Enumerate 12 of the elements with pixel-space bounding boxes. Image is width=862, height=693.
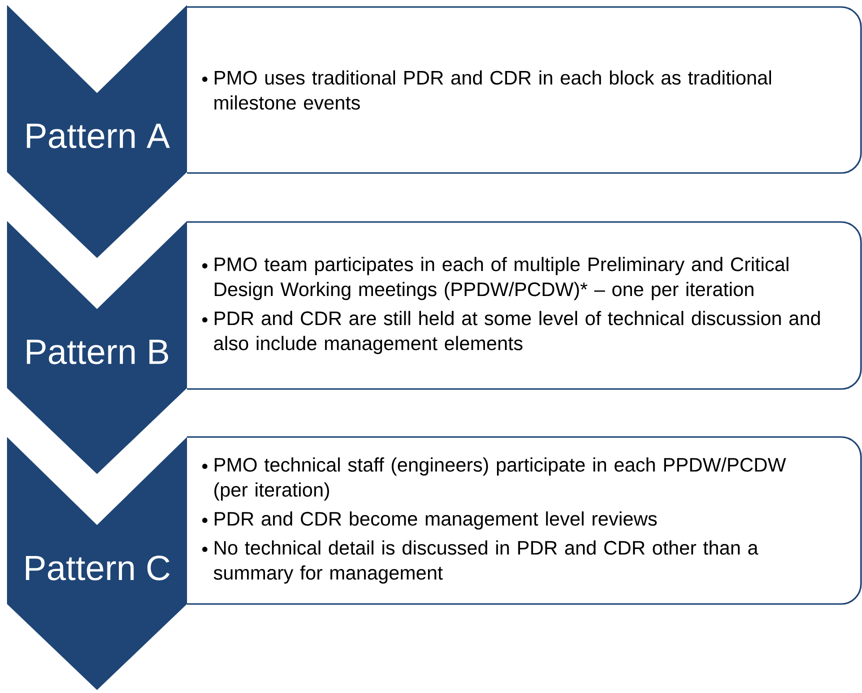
- node-label: No technical detail is discussed in PDR and CDR other than a summary for management: [214, 540, 758, 584]
- chevron-banner: Pattern A: [7, 5, 187, 258]
- text-box: PMO technical staff (engineers) participate in each PPDW/PCDW (per iteration) PDR and CDR become management level reviews No technical detail is discussed in PDR and CDR other than a summary for management: [187, 436, 862, 605]
- node-label: PMO team participates in each of multiple Preliminary and Critical Design Working meetings (PPDW/PCDW)* – one per iteration: [214, 256, 788, 300]
- chevron-banner: Pattern B: [7, 221, 187, 474]
- node-label: PDR and CDR become management level reviews: [214, 511, 657, 530]
- text-box: PMO team participates in each of multiple Preliminary and Critical Design Working meetings (PPDW/PCDW)* – one per iteration PDR and CDR are still held at some level of technical discussion and also include management elements: [187, 221, 862, 390]
- node-label: PDR and CDR are still held at some level of technical discussion and also include management elements: [214, 310, 820, 354]
- node-label: PMO technical staff (engineers) participate in each PPDW/PCDW (per iteration): [214, 457, 786, 501]
- text-box: PMO uses traditional PDR and CDR in each block as traditional milestone events: [187, 6, 862, 174]
- node-label: PMO uses traditional PDR and CDR in each block as traditional milestone events: [214, 70, 772, 110]
- chevron-banner: Pattern C: [7, 437, 187, 690]
